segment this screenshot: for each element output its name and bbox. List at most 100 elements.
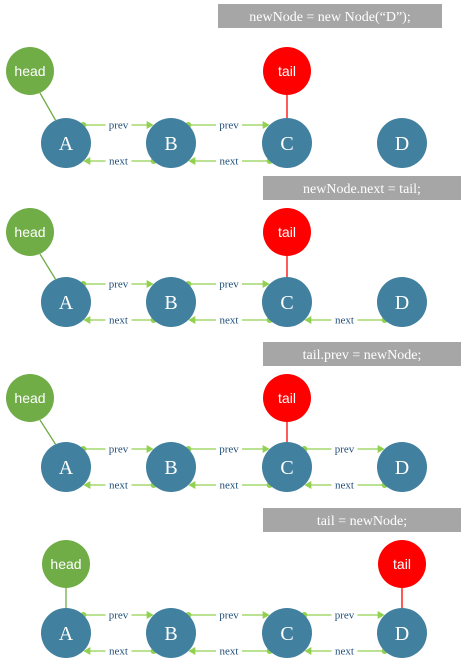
link-next-B-A: next	[83, 313, 157, 327]
node-A: A	[41, 277, 91, 327]
node-D: D	[377, 608, 427, 658]
link-label: next	[109, 156, 128, 168]
link-next-B-A: next	[83, 154, 157, 168]
link-prev-B-C: prev	[185, 118, 270, 132]
node-circle	[262, 277, 312, 327]
node-label: C	[280, 457, 293, 479]
node-circle	[146, 608, 196, 658]
link-arrowhead	[146, 445, 154, 453]
node-label: B	[164, 623, 177, 645]
link-label-bg	[216, 442, 242, 455]
link-label-bg	[105, 277, 132, 290]
link-arrowhead	[83, 481, 91, 489]
node-circle	[146, 442, 196, 492]
node-label: B	[164, 133, 177, 155]
node-label: B	[164, 292, 177, 314]
node-C: C	[262, 118, 312, 168]
node-label: A	[59, 292, 74, 314]
link-next-C-B: next	[188, 154, 273, 168]
node-label: D	[395, 292, 409, 314]
node-D: D	[377, 118, 427, 168]
code-banner-bg	[263, 176, 461, 200]
link-label: prev	[109, 120, 129, 132]
link-next-B-A: next	[83, 478, 157, 492]
tail-pointer: tail	[263, 374, 311, 442]
link-prev-B-C: prev	[185, 442, 270, 456]
node-label: D	[395, 457, 409, 479]
tail-circle	[263, 208, 311, 256]
link-arrowhead	[304, 647, 312, 655]
code-banner: newNode.next = tail;	[263, 176, 461, 200]
link-arrowhead	[262, 611, 270, 619]
node-circle	[41, 118, 91, 168]
link-label: next	[335, 315, 354, 327]
node-circle	[41, 277, 91, 327]
node-label: D	[395, 133, 409, 155]
code-banner: tail.prev = newNode;	[263, 342, 461, 366]
link-label: next	[220, 315, 239, 327]
link-arrowhead	[262, 445, 270, 453]
node-C: C	[262, 442, 312, 492]
link-label: next	[220, 156, 239, 168]
link-arrowhead	[262, 121, 270, 129]
link-arrowhead	[188, 157, 196, 165]
link-label: prev	[109, 610, 129, 622]
node-circle	[377, 118, 427, 168]
link-arrowhead	[188, 316, 196, 324]
code-line: tail = newNode;	[317, 514, 407, 529]
tail-circle	[263, 47, 311, 95]
head-circle	[6, 208, 54, 256]
link-label-bg	[216, 118, 242, 131]
link-arrowhead	[83, 316, 91, 324]
head-circle	[6, 374, 54, 422]
node-circle	[377, 608, 427, 658]
link-next-C-B: next	[188, 478, 273, 492]
node-circle	[146, 118, 196, 168]
node-circle	[262, 442, 312, 492]
node-circle	[377, 442, 427, 492]
head-link-line	[39, 419, 57, 446]
head-label: head	[14, 390, 45, 406]
link-arrowhead	[377, 611, 385, 619]
link-label-bg	[105, 313, 132, 326]
link-prev-B-C: prev	[185, 277, 270, 291]
link-label-bg	[331, 608, 358, 621]
tail-pointer: tail	[378, 540, 426, 608]
link-prev-A-B: prev	[80, 608, 154, 622]
link-next-C-B: next	[188, 644, 273, 658]
link-label-bg	[105, 154, 132, 167]
code-banner-bg	[263, 342, 461, 366]
code-banner-bg	[263, 508, 461, 532]
node-B: B	[146, 118, 196, 168]
code-banner: tail = newNode;	[263, 508, 461, 532]
link-label: prev	[219, 444, 239, 456]
code-line: newNode = new Node(“D”);	[249, 10, 410, 25]
node-label: A	[59, 457, 74, 479]
link-arrowhead	[304, 316, 312, 324]
node-label: D	[395, 623, 409, 645]
node-circle	[377, 277, 427, 327]
node-B: B	[146, 277, 196, 327]
head-pointer: head	[6, 374, 57, 446]
node-circle	[262, 608, 312, 658]
link-label-bg	[331, 644, 358, 657]
link-label: prev	[219, 610, 239, 622]
code-banner: newNode = new Node(“D”);	[218, 4, 442, 28]
node-label: A	[59, 133, 74, 155]
link-label: prev	[335, 444, 355, 456]
node-label: C	[280, 292, 293, 314]
link-label: prev	[335, 610, 355, 622]
head-pointer: head	[42, 540, 90, 608]
link-label: next	[220, 480, 239, 492]
node-B: B	[146, 608, 196, 658]
tail-label: tail	[393, 556, 411, 572]
node-B: B	[146, 442, 196, 492]
link-label: next	[335, 480, 354, 492]
head-circle	[6, 47, 54, 95]
tail-circle	[378, 540, 426, 588]
link-arrowhead	[146, 611, 154, 619]
